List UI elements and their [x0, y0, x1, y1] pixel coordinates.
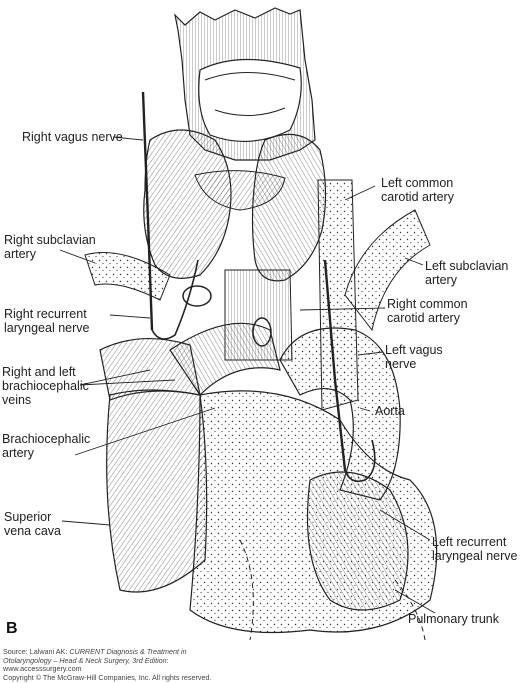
label-line: nerve: [385, 357, 417, 371]
label-line: Left recurrent: [432, 535, 507, 549]
right-vagus-nerve: [141, 91, 154, 331]
source-book-subtitle: Otolaryngology – Head & Neck Surgery, 3r…: [3, 655, 167, 665]
label-line: artery: [2, 446, 34, 460]
source-colon: :: [166, 655, 169, 665]
label-line: Left vagus: [385, 343, 443, 357]
source-book-title: CURRENT Diagnosis & Treatment in: [69, 647, 187, 656]
label-line: Right and left: [2, 365, 76, 379]
label-right-recurrent-laryngeal-nerve: Right recurrent laryngeal nerve: [4, 307, 89, 335]
label-right-common-carotid-artery: Right common carotid artery: [387, 297, 468, 325]
label-line: Left common: [381, 176, 454, 190]
left-vagus-nerve: [323, 259, 347, 471]
label-line: veins: [2, 393, 32, 407]
label-line: carotid artery: [381, 190, 454, 204]
label-line: Right subclavian: [4, 233, 96, 247]
source-prefix: Source: Lalwani AK:: [3, 647, 70, 656]
label-left-common-carotid-artery: Left common carotid artery: [381, 176, 454, 204]
label-line: Superior: [4, 510, 52, 524]
larynx: [174, 7, 316, 161]
superior-vena-cava: [106, 389, 208, 593]
right-recurrent-laryngeal-nerve: [151, 259, 199, 340]
label-left-recurrent-laryngeal-nerve: Left recurrent laryngeal nerve: [432, 535, 517, 563]
label-line: laryngeal nerve: [432, 549, 518, 563]
left-subclavian-artery: [344, 209, 431, 332]
label-right-vagus-nerve: Right vagus nerve: [22, 130, 123, 144]
label-brachiocephalic-artery: Brachiocephalic artery: [2, 432, 90, 460]
label-line: artery: [425, 273, 457, 287]
thyroid-gland: [143, 129, 327, 282]
label-line: carotid artery: [387, 311, 460, 325]
label-line: Left subclavian: [425, 259, 509, 273]
label-line: Brachiocephalic: [2, 432, 91, 446]
label-pulmonary-trunk: Pulmonary trunk: [408, 612, 500, 626]
label-line: laryngeal nerve: [4, 321, 90, 335]
aorta: [279, 327, 401, 501]
brachiocephalic-veins: [99, 322, 281, 401]
left-recurrent-laryngeal-nerve: [344, 439, 376, 483]
label-brachiocephalic-veins: Right and left brachiocephalic veins: [2, 365, 89, 407]
label-left-vagus-nerve: Left vagus nerve: [385, 343, 443, 371]
label-line: Right common: [387, 297, 468, 311]
source-caption: Source: Lalwani AK: CURRENT Diagnosis & …: [3, 647, 212, 682]
label-left-subclavian-artery: Left subclavian artery: [425, 259, 508, 287]
label-aorta: Aorta: [375, 404, 405, 418]
panel-label: B: [6, 620, 18, 637]
label-superior-vena-cava: Superior vena cava: [4, 510, 61, 538]
leader-lines: [59, 136, 436, 614]
label-line: Right recurrent: [4, 307, 87, 321]
label-line: brachiocephalic: [2, 379, 89, 393]
label-line: vena cava: [4, 524, 61, 538]
label-line: artery: [4, 247, 36, 261]
copyright-notice: Copyright © The McGraw-Hill Companies, I…: [3, 672, 212, 682]
label-right-subclavian-artery: Right subclavian artery: [4, 233, 96, 261]
source-website: www.accesssurgery.com: [3, 664, 82, 674]
